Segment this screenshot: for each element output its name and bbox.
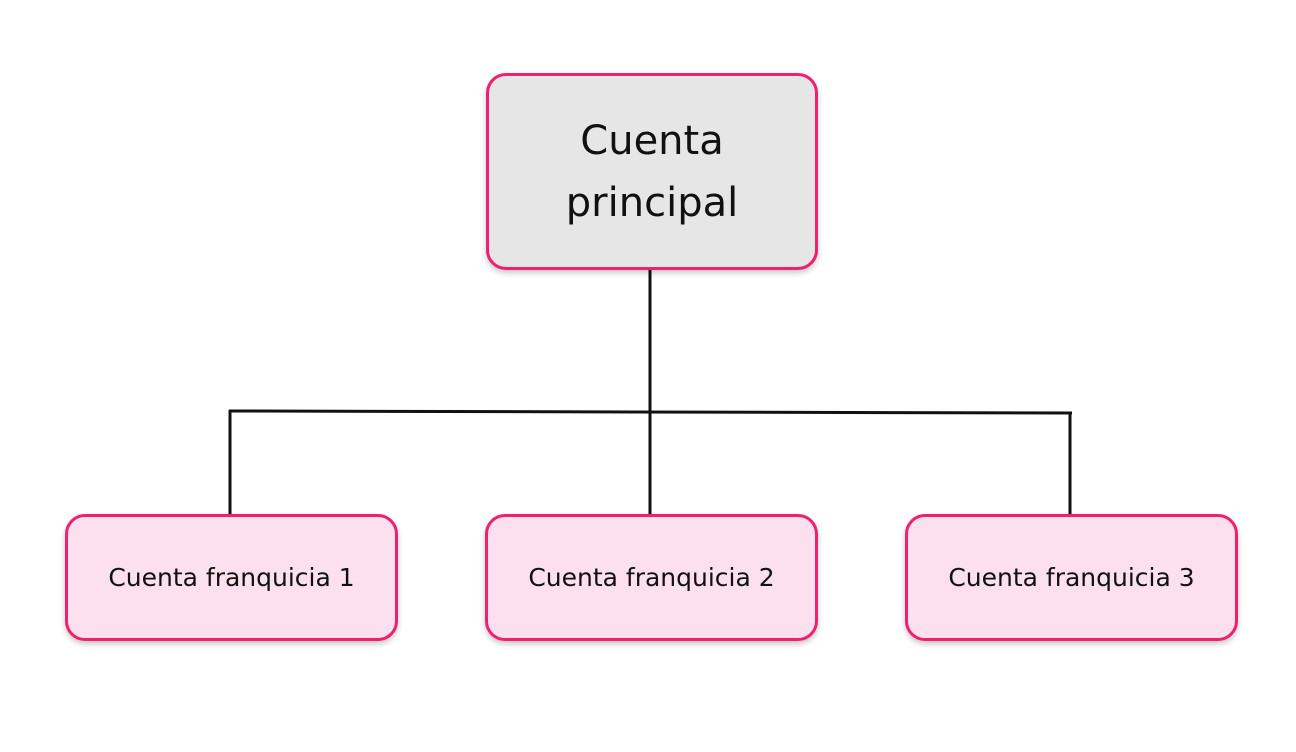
node-cuenta-franquicia-1: Cuenta franquicia 1 [65,514,398,641]
node-cuenta-franquicia-2: Cuenta franquicia 2 [485,514,818,641]
node-label-child-3: Cuenta franquicia 3 [948,562,1195,592]
node-label-child-1: Cuenta franquicia 1 [108,562,355,592]
node-cuenta-principal: Cuenta principal [486,73,818,270]
node-label-child-2: Cuenta franquicia 2 [528,562,775,592]
node-cuenta-franquicia-3: Cuenta franquicia 3 [905,514,1238,641]
node-label-root: Cuenta principal [565,117,739,226]
